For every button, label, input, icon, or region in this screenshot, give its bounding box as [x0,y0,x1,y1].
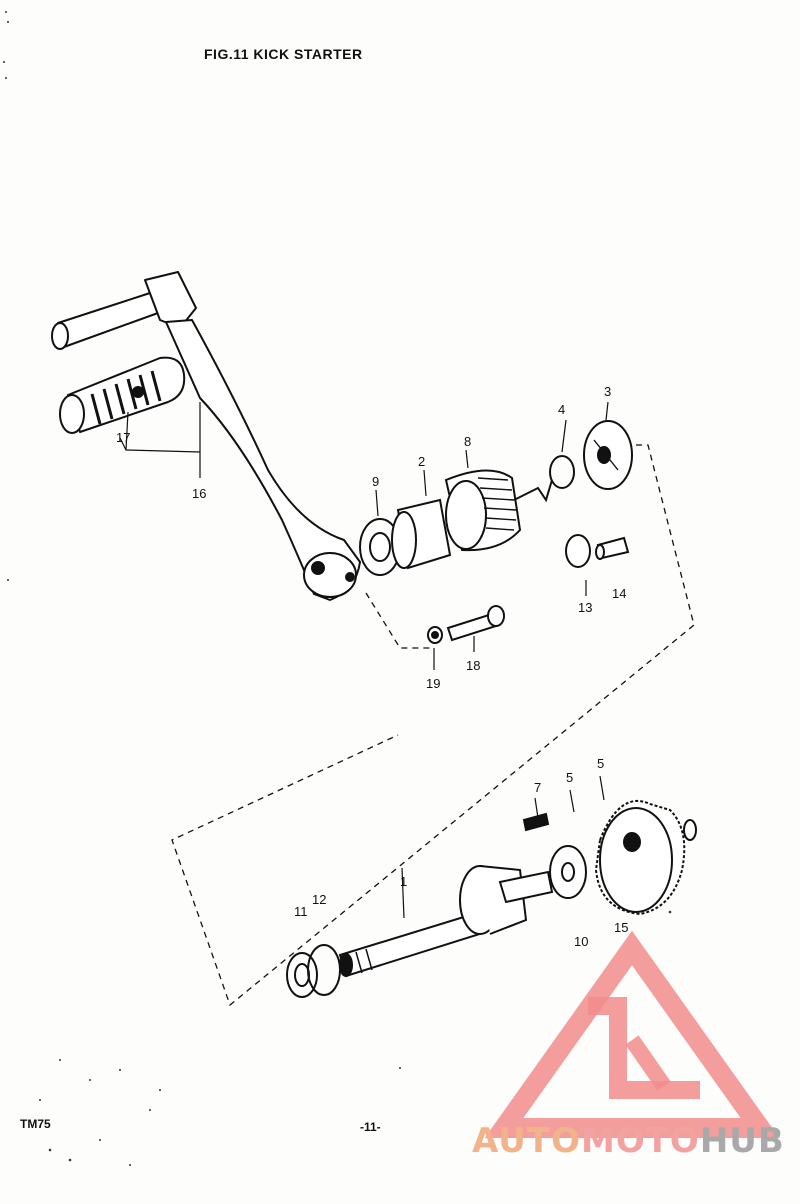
logo-moto: MOTO [581,1121,700,1161]
logo-wordmark: AUTOMOTOHUB [472,1121,785,1161]
callout-10: 10 [574,934,588,949]
assembly-frame [171,444,695,1007]
callout-14: 14 [612,586,626,601]
callout-15: 15 [614,920,628,935]
callout-17: 17 [116,430,130,445]
callout-7: 7 [534,780,541,795]
callout-11: 11 [294,904,308,919]
callout-5b: 5 [597,756,604,771]
kick-lever [51,271,361,601]
callout-numbers: 1 2 3 4 5 5 7 8 9 10 11 12 13 14 15 16 1… [116,384,628,949]
callout-12: 12 [312,892,326,907]
callout-5a: 5 [566,770,573,785]
callout-4: 4 [558,402,565,417]
callout-13: 13 [578,600,592,615]
logo-auto: AUTO [472,1121,581,1161]
callout-2: 2 [418,454,425,469]
leader-lines-lower [375,401,609,919]
page-number: -11- [360,1120,381,1134]
kick-shaft-assembly [286,799,697,998]
callout-16: 16 [192,486,206,501]
callout-8: 8 [464,434,471,449]
callout-18: 18 [466,658,480,673]
automotohub-logo: AUTOMOTOHUB [472,930,785,1161]
logo-hub: HUB [700,1121,785,1161]
callout-1: 1 [400,874,407,889]
callout-19: 19 [426,676,440,691]
callout-9: 9 [372,474,379,489]
model-code: TM75 [20,1117,51,1131]
spring-assembly [359,420,633,576]
leader-lines-16-17 [119,402,201,478]
scan-noise [3,11,672,1166]
figure-title: FIG.11 KICK STARTER [204,46,363,62]
bolt-and-washer [427,605,505,644]
callout-3: 3 [604,384,611,399]
